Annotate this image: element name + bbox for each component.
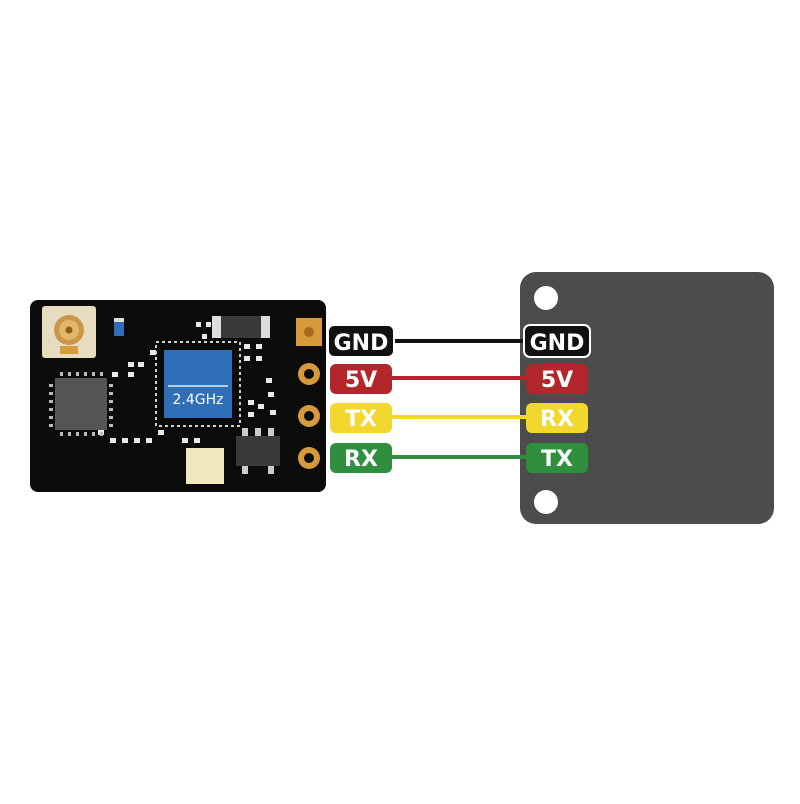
controller-label-rx: RX xyxy=(540,407,574,432)
rf-chip-label: 2.4GHz xyxy=(173,392,224,408)
wires xyxy=(392,339,528,459)
controller-label-gnd: GND xyxy=(530,331,585,356)
bind-button xyxy=(186,448,224,484)
receiver-board: 2.4GHz xyxy=(30,300,326,492)
receiver-pads xyxy=(296,318,322,472)
passive-components xyxy=(98,322,276,443)
controller-label-tx: TX xyxy=(541,447,573,472)
receiver-label-rx: RX xyxy=(344,447,378,472)
blue-smd-component xyxy=(114,318,124,336)
sot-component xyxy=(236,428,280,474)
receiver-label-5v: 5V xyxy=(345,368,377,393)
rf-chip: 2.4GHz xyxy=(155,341,241,427)
controller-label-5v: 5V xyxy=(541,368,573,393)
controller-body xyxy=(520,272,774,524)
controller-board xyxy=(520,272,774,524)
mount-hole-bottom xyxy=(534,490,558,514)
receiver-label-tx: TX xyxy=(345,407,377,432)
receiver-labels: GND 5V TX RX xyxy=(327,324,395,473)
receiver-label-gnd: GND xyxy=(334,331,389,356)
regulator-component xyxy=(212,316,270,338)
mcu-chip xyxy=(49,372,113,436)
mount-hole-top xyxy=(534,286,558,310)
rf-chip-body xyxy=(164,350,232,418)
antenna-connector xyxy=(42,306,96,358)
controller-labels: GND 5V RX TX xyxy=(523,324,591,473)
